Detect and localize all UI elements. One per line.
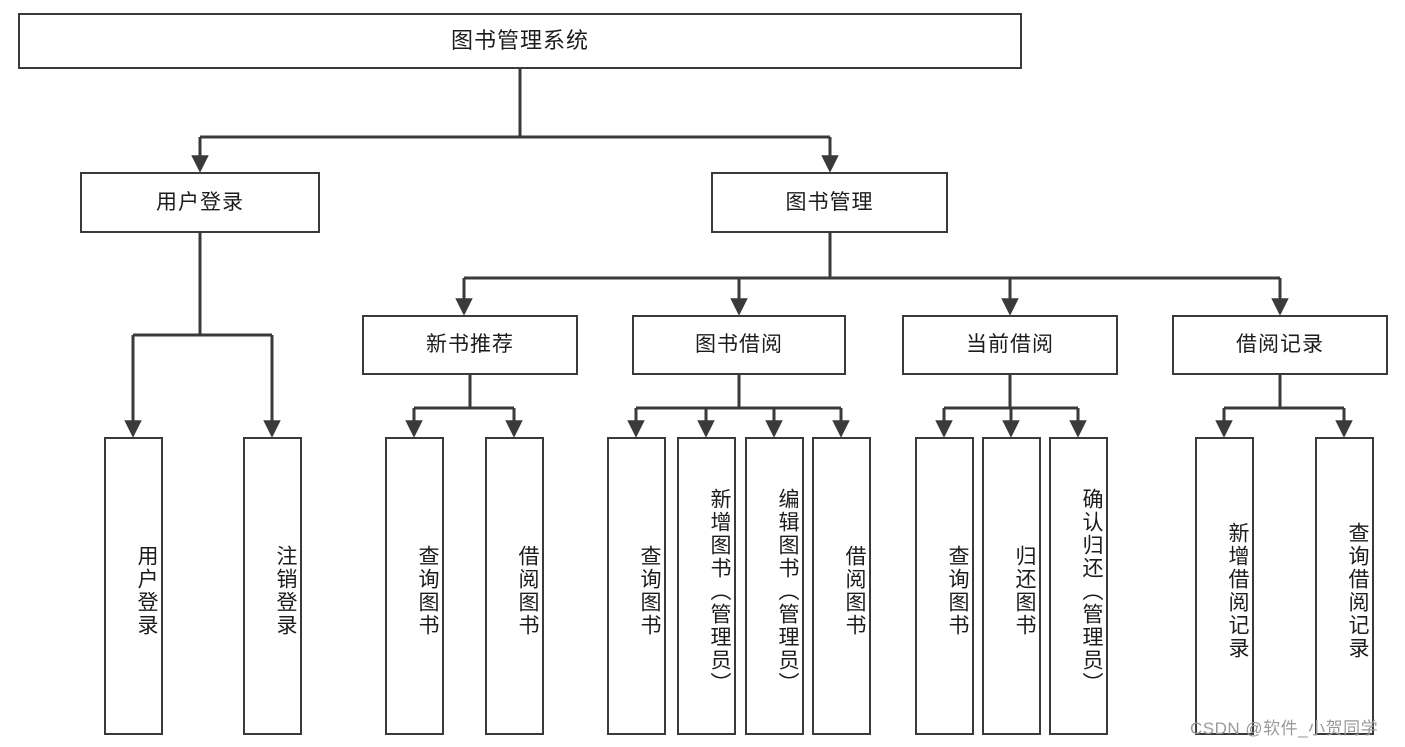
node-leaf-confirm-return[interactable]: 确认归还（管理员） bbox=[1049, 437, 1108, 735]
csdn-watermark: CSDN @软件_小贺同学 bbox=[1190, 719, 1379, 738]
node-book-borrow[interactable]: 图书借阅 bbox=[632, 315, 846, 375]
node-leaf-user-logout-label: 注销登录 bbox=[274, 545, 297, 637]
node-current-borrow-label: 当前借阅 bbox=[966, 333, 1054, 357]
node-user-login[interactable]: 用户登录 bbox=[80, 172, 320, 233]
node-leaf-borrow-book-rec[interactable]: 借阅图书 bbox=[485, 437, 544, 735]
node-root[interactable]: 图书管理系统 bbox=[18, 13, 1022, 69]
node-leaf-add-record-label: 新增借阅记录 bbox=[1226, 522, 1249, 660]
node-leaf-query-book-cur-label: 查询图书 bbox=[946, 545, 969, 637]
node-leaf-query-book-cur[interactable]: 查询图书 bbox=[915, 437, 974, 735]
node-book-manage[interactable]: 图书管理 bbox=[711, 172, 948, 233]
node-borrow-record[interactable]: 借阅记录 bbox=[1172, 315, 1388, 375]
node-book-borrow-label: 图书借阅 bbox=[695, 333, 783, 357]
node-root-label: 图书管理系统 bbox=[450, 27, 589, 53]
node-leaf-add-book[interactable]: 新增图书（管理员） bbox=[677, 437, 736, 735]
node-leaf-user-login[interactable]: 用户登录 bbox=[104, 437, 163, 735]
node-leaf-return-book[interactable]: 归还图书 bbox=[982, 437, 1041, 735]
node-user-login-label: 用户登录 bbox=[156, 190, 244, 214]
node-leaf-query-book-borrow[interactable]: 查询图书 bbox=[607, 437, 666, 735]
node-leaf-borrow-book-rec-label: 借阅图书 bbox=[516, 545, 539, 637]
node-leaf-query-book-borrow-label: 查询图书 bbox=[638, 545, 661, 637]
node-leaf-user-login-label: 用户登录 bbox=[135, 545, 158, 637]
node-borrow-record-label: 借阅记录 bbox=[1236, 333, 1324, 357]
node-leaf-borrow-book-label: 借阅图书 bbox=[843, 545, 866, 637]
node-leaf-query-record[interactable]: 查询借阅记录 bbox=[1315, 437, 1374, 735]
node-leaf-add-book-label: 新增图书（管理员） bbox=[708, 487, 731, 695]
node-leaf-user-logout[interactable]: 注销登录 bbox=[243, 437, 302, 735]
node-leaf-return-book-label: 归还图书 bbox=[1013, 545, 1036, 637]
node-leaf-add-record[interactable]: 新增借阅记录 bbox=[1195, 437, 1254, 735]
node-leaf-query-book-rec[interactable]: 查询图书 bbox=[385, 437, 444, 735]
node-leaf-confirm-return-label: 确认归还（管理员） bbox=[1080, 487, 1103, 695]
node-leaf-edit-book-label: 编辑图书（管理员） bbox=[776, 487, 799, 695]
node-leaf-edit-book[interactable]: 编辑图书（管理员） bbox=[745, 437, 804, 735]
node-leaf-borrow-book[interactable]: 借阅图书 bbox=[812, 437, 871, 735]
node-current-borrow[interactable]: 当前借阅 bbox=[902, 315, 1118, 375]
node-leaf-query-record-label: 查询借阅记录 bbox=[1346, 522, 1369, 660]
node-book-manage-label: 图书管理 bbox=[785, 190, 874, 214]
node-new-book-rec-label: 新书推荐 bbox=[426, 333, 514, 357]
node-new-book-rec[interactable]: 新书推荐 bbox=[362, 315, 578, 375]
node-leaf-query-book-rec-label: 查询图书 bbox=[416, 545, 439, 637]
